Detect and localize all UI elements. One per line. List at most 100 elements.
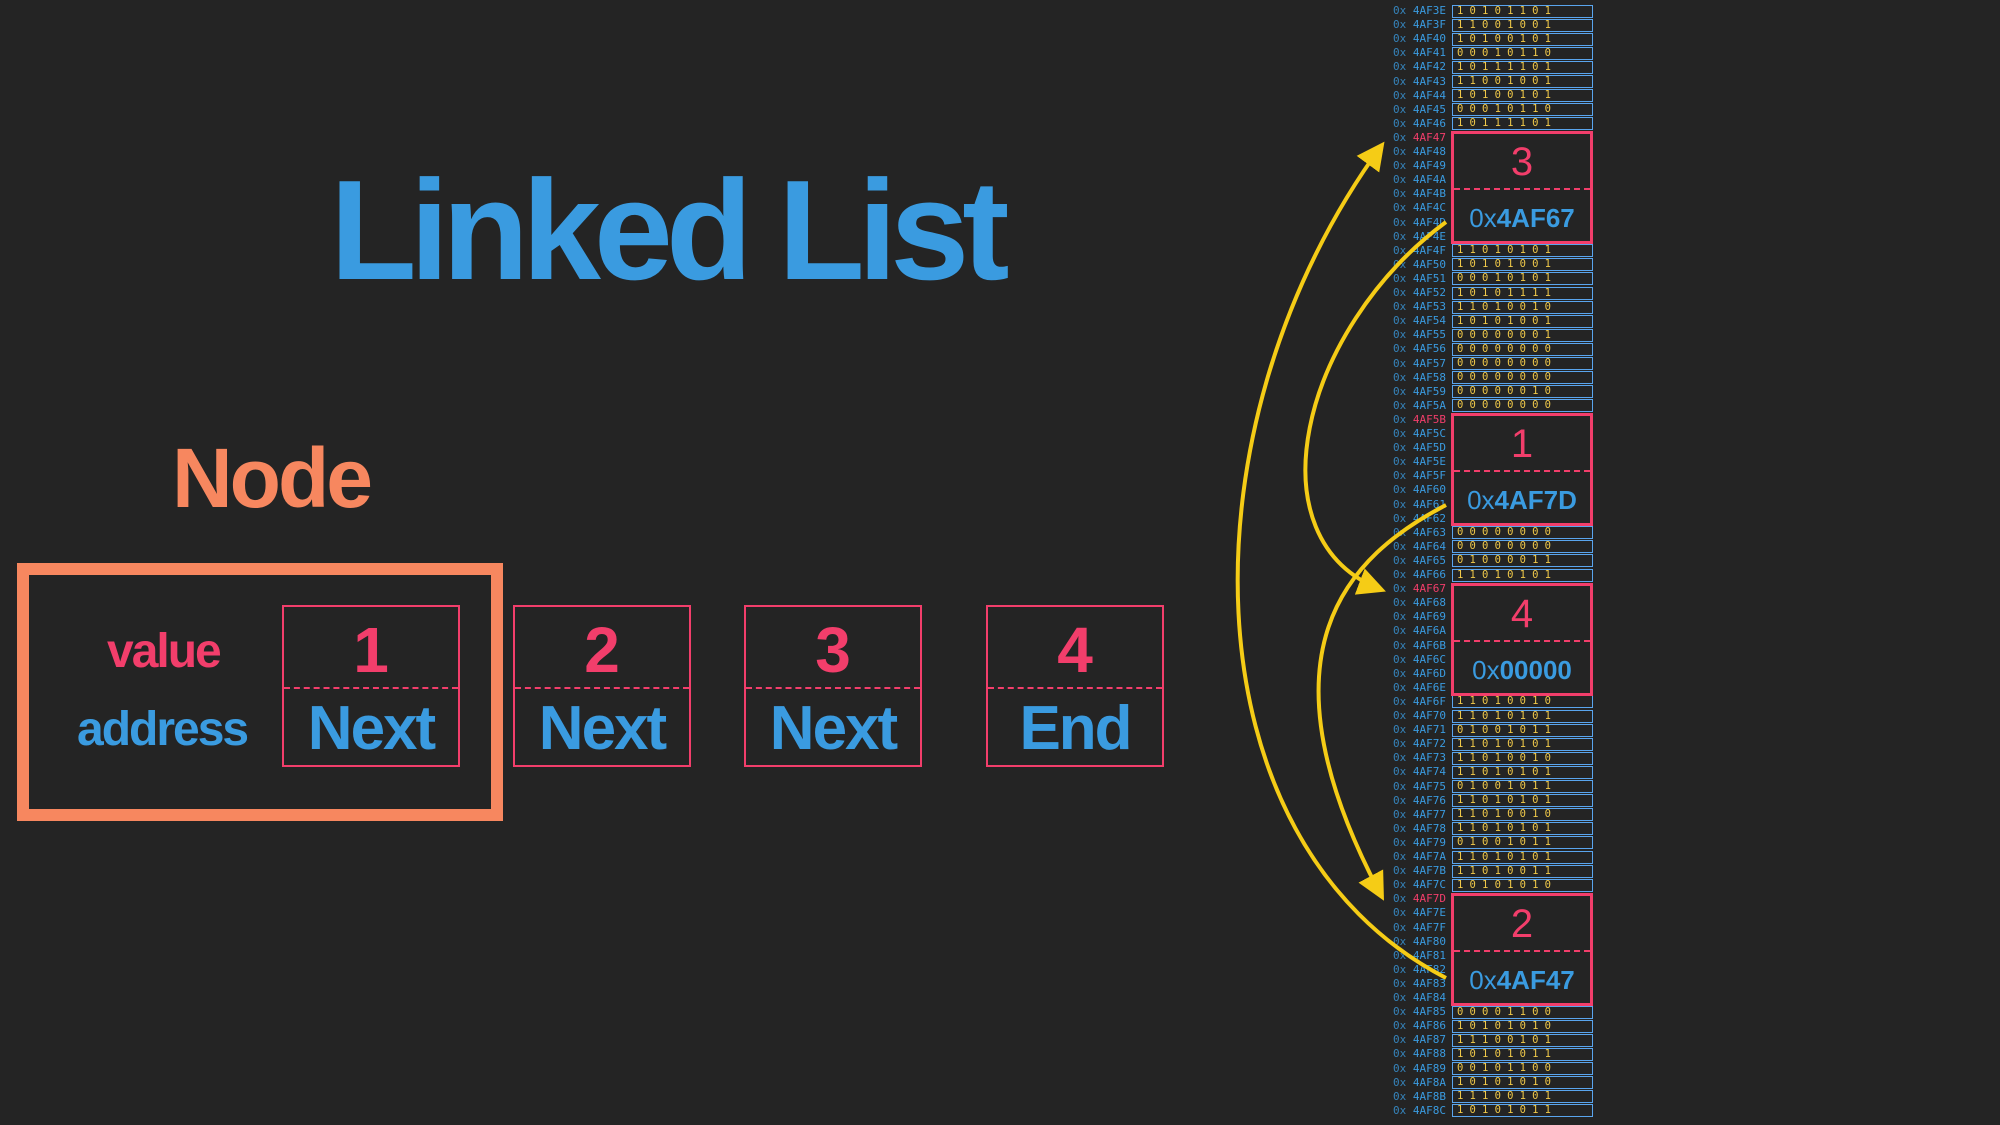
memory-address-hex: 4AF69	[1412, 610, 1446, 624]
memory-address: 0x 4AF87	[1380, 1033, 1446, 1047]
memory-address: 0x 4AF84	[1380, 991, 1446, 1005]
memory-byte-bits: 00001100	[1452, 1005, 1593, 1019]
memory-byte-bits: 10101101	[1452, 4, 1593, 18]
memory-address-hex: 4AF86	[1412, 1019, 1446, 1033]
memory-address: 0x 4AF71	[1380, 723, 1446, 737]
memory-address: 0x 4AF8C	[1380, 1104, 1446, 1118]
memory-row: 0x 4AF7F	[1380, 921, 1598, 935]
memory-address-prefix: 0x	[1393, 187, 1413, 201]
memory-node-value: 4	[1454, 586, 1590, 642]
memory-address: 0x 4AF58	[1380, 371, 1446, 385]
memory-address: 0x 4AF56	[1380, 342, 1446, 356]
memory-address-prefix: 0x	[1393, 934, 1413, 948]
memory-address: 0x 4AF5F	[1380, 469, 1446, 483]
memory-address-prefix: 0x	[1393, 582, 1413, 596]
memory-address-hex: 4AF52	[1412, 286, 1446, 299]
memory-address-hex: 4AF7F	[1412, 920, 1446, 934]
memory-address-prefix: 0x	[1393, 1019, 1413, 1033]
memory-address-prefix: 0x	[1393, 384, 1413, 398]
memory-byte-bits: 00000000	[1452, 371, 1593, 385]
list-node-next: Next	[769, 694, 898, 763]
memory-address-hex: 4AF8C	[1412, 1103, 1446, 1117]
memory-address-prefix: 0x	[1393, 441, 1413, 455]
memory-address: 0x 4AF7F	[1380, 921, 1446, 935]
memory-address: 0x 4AF44	[1380, 89, 1446, 103]
pointer-arrow-3-to-4	[1303, 220, 1448, 595]
memory-address-prefix: 0x	[1393, 737, 1413, 751]
memory-address: 0x 4AF59	[1380, 385, 1446, 399]
memory-byte-bits: 11100101	[1452, 1090, 1593, 1104]
memory-row: 0x 4AF58 00000000	[1380, 371, 1598, 385]
memory-row: 0x 4AF47	[1380, 131, 1598, 145]
memory-address-prefix: 0x	[1393, 243, 1413, 257]
memory-address-hex: 4AF67	[1412, 582, 1446, 596]
memory-address-prefix: 0x	[1393, 539, 1413, 553]
memory-node-next-address: 0x00000	[1454, 642, 1590, 693]
memory-address-hex: 4AF57	[1412, 356, 1446, 370]
memory-row: 0x 4AF5F	[1380, 469, 1598, 483]
memory-byte-bits: 11010010	[1452, 808, 1593, 822]
memory-address-prefix: 0x	[1393, 173, 1413, 187]
memory-address-hex: 4AF49	[1412, 159, 1446, 173]
memory-address-hex: 4AF76	[1412, 793, 1446, 807]
memory-address-prefix: 0x	[1393, 610, 1413, 624]
memory-row: 0x 4AF7D	[1380, 892, 1598, 906]
memory-byte-bits: 01001011	[1452, 780, 1593, 793]
memory-byte-bits: 10111101	[1452, 60, 1593, 74]
memory-address-hex: 4AF6B	[1412, 638, 1446, 652]
memory-address-hex: 4AF77	[1412, 807, 1446, 821]
memory-address: 0x 4AF77	[1380, 808, 1446, 822]
memory-row: 0x 4AF60	[1380, 483, 1598, 497]
value-field-label: value	[107, 625, 222, 678]
memory-address: 0x 4AF43	[1380, 75, 1446, 89]
memory-address-prefix: 0x	[1393, 412, 1413, 426]
memory-byte-bits: 10111101	[1452, 117, 1593, 131]
memory-address-hex: 4AF80	[1412, 934, 1446, 948]
memory-address-hex: 4AF53	[1412, 300, 1446, 314]
memory-address: 0x 4AF86	[1380, 1019, 1446, 1033]
memory-address-prefix: 0x	[1393, 793, 1413, 807]
memory-address-hex: 4AF8B	[1412, 1089, 1446, 1103]
memory-row: 0x 4AF49	[1380, 159, 1598, 173]
memory-address-hex: 4AF7C	[1412, 878, 1446, 892]
memory-address: 0x 4AF48	[1380, 145, 1446, 159]
memory-address-hex: 4AF60	[1412, 483, 1446, 497]
memory-address-prefix: 0x	[1393, 201, 1413, 215]
memory-address: 0x 4AF6C	[1380, 653, 1446, 667]
memory-address: 0x 4AF67	[1380, 582, 1446, 596]
memory-byte-bits: 11010010	[1452, 695, 1593, 709]
memory-address-hex: 4AF47	[1412, 130, 1446, 144]
memory-address-hex: 4AF89	[1412, 1061, 1446, 1075]
memory-address: 0x 4AF4B	[1380, 187, 1446, 201]
memory-byte-bits: 00000000	[1452, 342, 1593, 356]
memory-address-prefix: 0x	[1393, 271, 1413, 285]
memory-byte-bits: 11010101	[1452, 244, 1593, 258]
memory-byte-bits: 00010101	[1452, 272, 1593, 286]
memory-address: 0x 4AF60	[1380, 483, 1446, 497]
memory-address: 0x 4AF53	[1380, 300, 1446, 314]
memory-address: 0x 4AF88	[1380, 1047, 1446, 1061]
memory-address-prefix: 0x	[1393, 779, 1413, 793]
memory-address-hex: 4AF44	[1412, 88, 1446, 102]
memory-address: 0x 4AF66	[1380, 568, 1446, 582]
memory-byte-bits: 10100101	[1452, 32, 1593, 46]
memory-address-prefix: 0x	[1393, 511, 1413, 525]
memory-address-hex: 4AF5E	[1412, 455, 1446, 469]
memory-address-prefix: 0x	[1393, 342, 1413, 356]
memory-address-hex: 4AF70	[1412, 709, 1446, 722]
memory-node-value: 3	[1454, 134, 1590, 191]
memory-address-hex: 4AF63	[1412, 525, 1446, 539]
memory-address-hex: 4AF71	[1412, 723, 1446, 737]
memory-row: 0x 4AF6D	[1380, 667, 1598, 681]
pointer-arrow-1-to-2	[1316, 503, 1447, 901]
